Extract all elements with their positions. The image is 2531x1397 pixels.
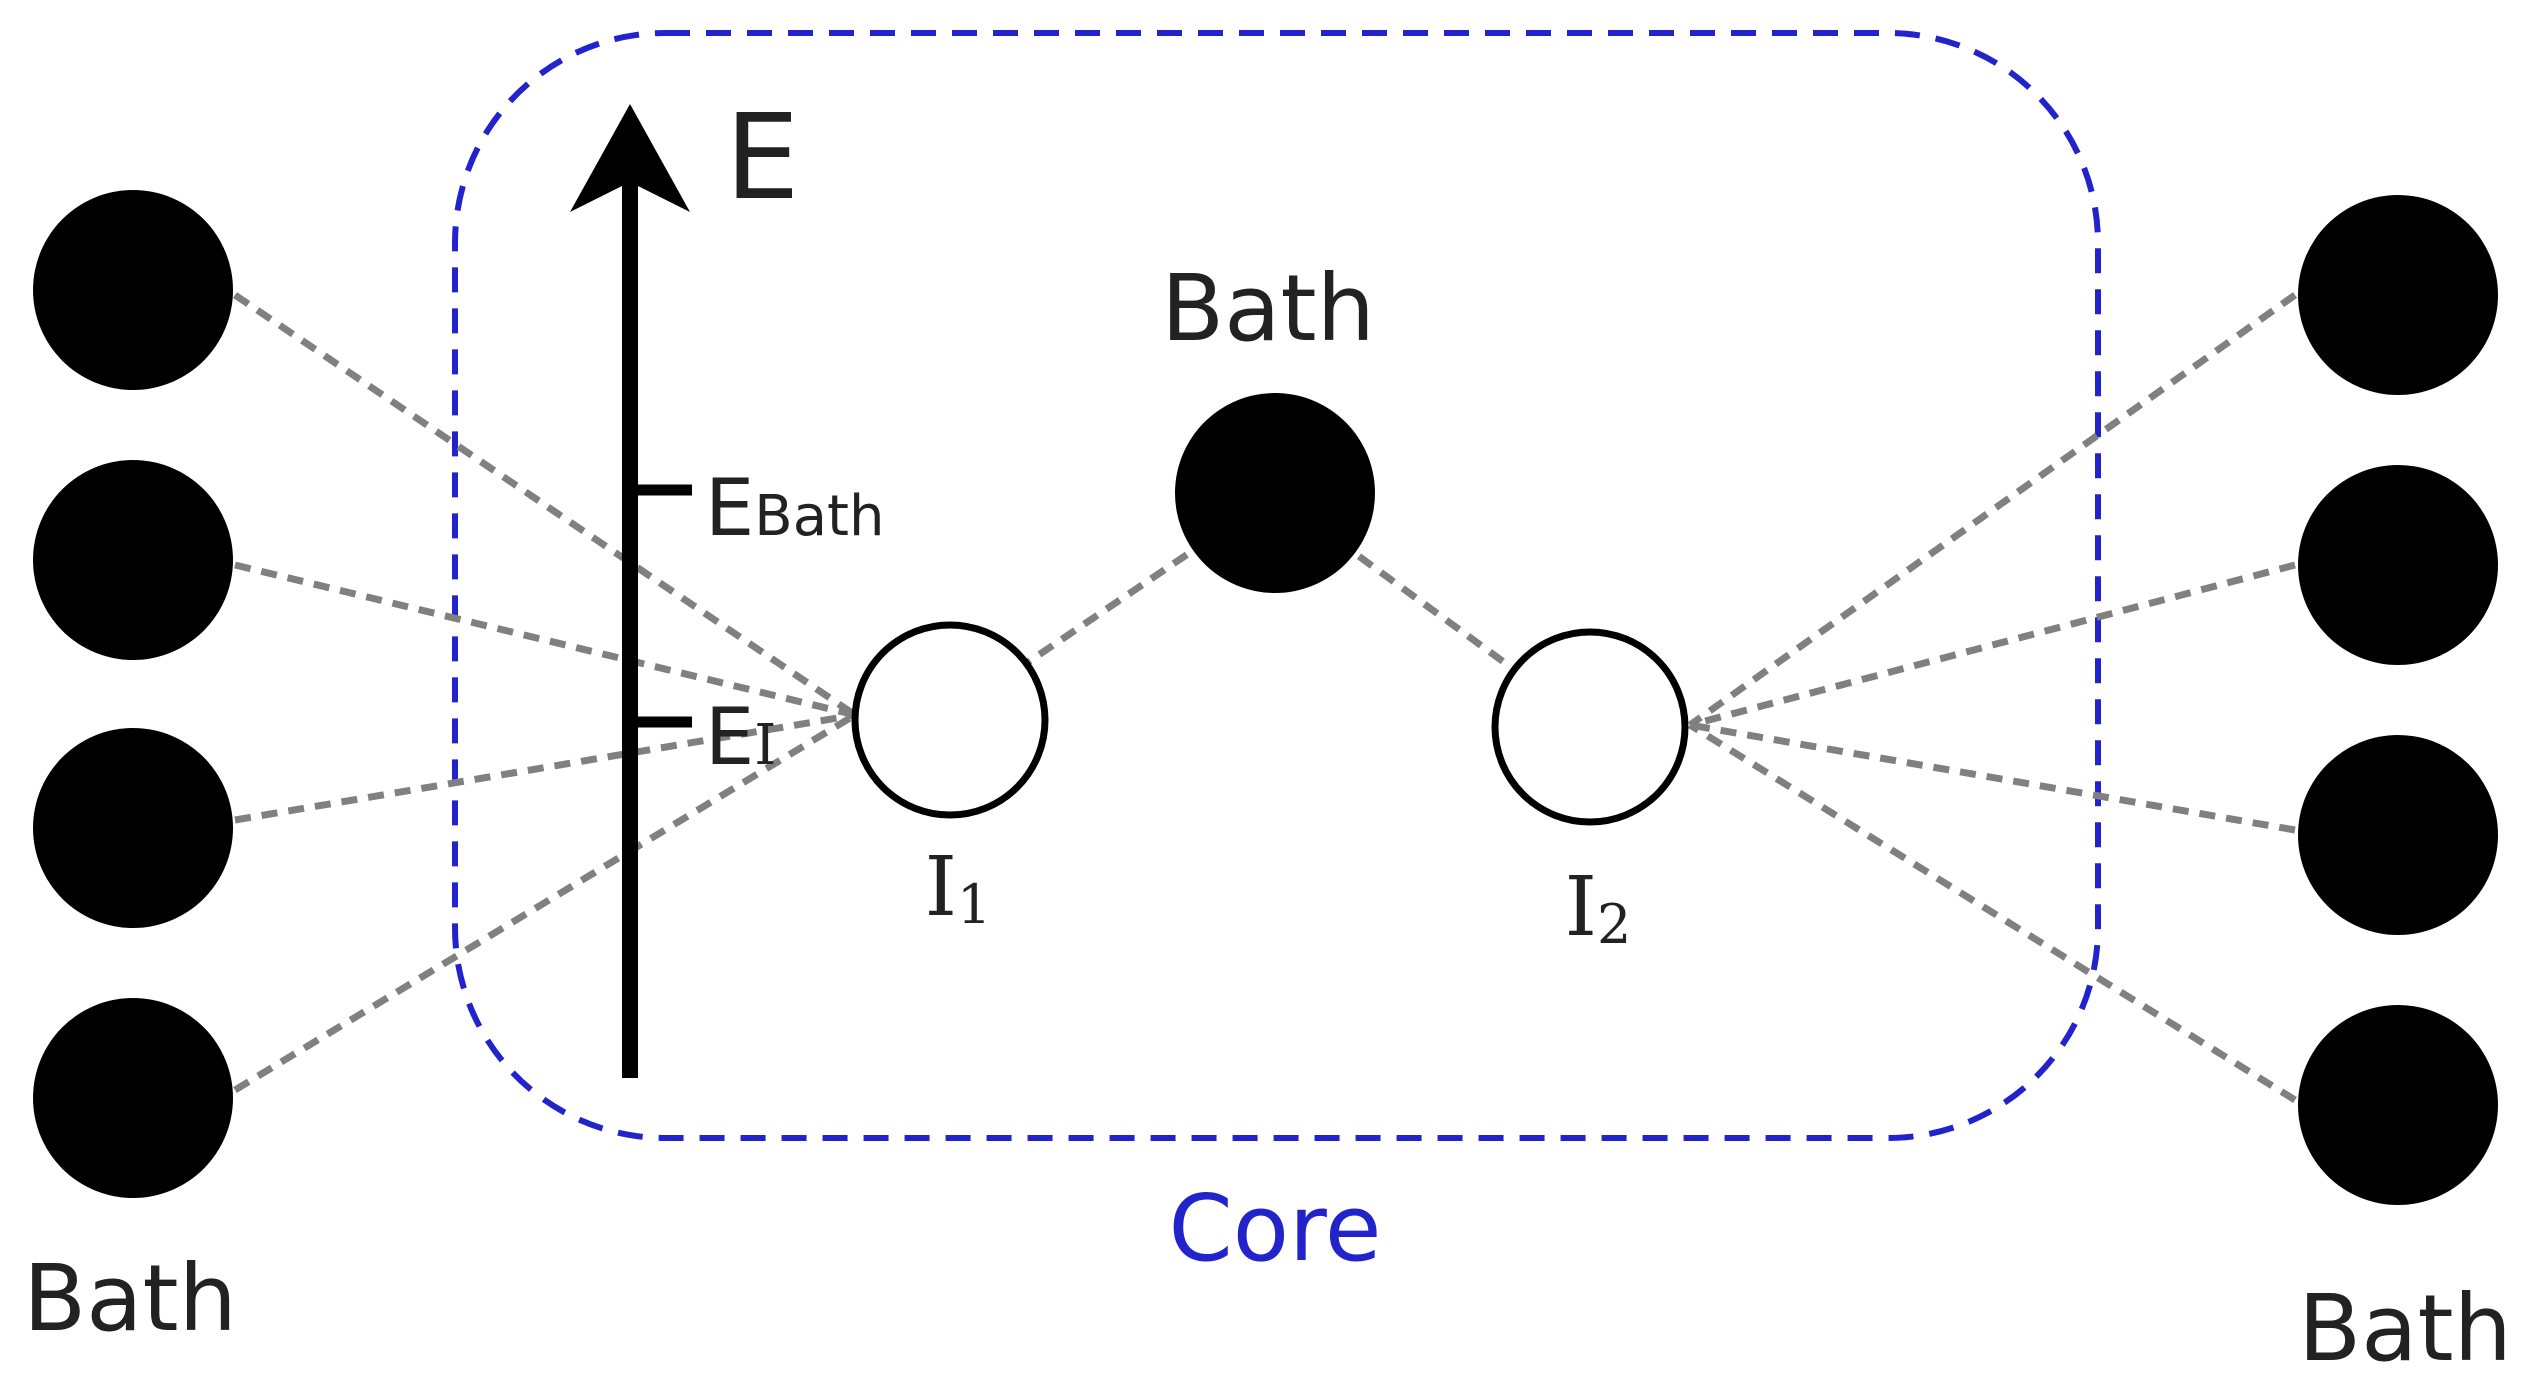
left-bath-node-3 <box>33 728 233 928</box>
energy-axis-arrowhead <box>570 104 690 212</box>
energy-level-impurity-label: EI <box>705 693 776 783</box>
right-bath-node-1 <box>2298 195 2498 395</box>
right-bath-node-2 <box>2298 465 2498 665</box>
left-bath-label: Bath <box>23 1245 237 1352</box>
link-right-bath-1 <box>1687 292 2298 728</box>
link-left-bath-1 <box>233 292 857 718</box>
energy-level-bath-subscript: Bath <box>754 484 884 549</box>
energy-axis-label: E <box>725 88 800 226</box>
impurity-1-subscript: 1 <box>957 873 991 936</box>
right-bath-links <box>1687 292 2298 1103</box>
impurity-1-label: I1 <box>925 840 992 936</box>
link-left-bath-2 <box>234 561 856 719</box>
energy-level-bath-main: E <box>705 464 754 554</box>
impurity-1-main: I <box>925 840 957 935</box>
left-bath-nodes <box>33 190 233 1198</box>
left-bath-node-4 <box>33 998 233 1198</box>
link-left-bath-3 <box>234 711 856 824</box>
center-bath-node <box>1175 393 1375 593</box>
energy-level-bath-label: EBath <box>705 464 884 554</box>
impurity-2-subscript: 2 <box>1597 893 1631 956</box>
right-bath-nodes <box>2298 195 2498 1205</box>
core-region <box>452 30 2101 1141</box>
energy-level-impurity-main: E <box>705 693 754 783</box>
center-bath-label: Bath <box>1161 255 1375 362</box>
left-bath-links <box>233 292 857 1093</box>
left-bath-node-2 <box>33 460 233 660</box>
link-right-bath-3 <box>1689 721 2296 834</box>
left-bath-node-1 <box>33 190 233 390</box>
right-bath-label: Bath <box>2298 1275 2512 1382</box>
link-right-bath-2 <box>1689 561 2296 729</box>
impurity-node-1 <box>851 621 1049 819</box>
impurity-2-main: I <box>1565 860 1597 955</box>
impurity-2-label: I2 <box>1565 860 1632 956</box>
energy-level-impurity-subscript: I <box>754 713 776 778</box>
link-right-bath-4 <box>1688 722 2297 1103</box>
core-label: Core <box>1169 1175 1382 1282</box>
link-left-bath-4 <box>233 712 857 1093</box>
energy-axis <box>570 104 692 1078</box>
right-bath-node-3 <box>2298 735 2498 935</box>
impurity-node-2 <box>1491 628 1689 826</box>
right-bath-node-4 <box>2298 1005 2498 1205</box>
